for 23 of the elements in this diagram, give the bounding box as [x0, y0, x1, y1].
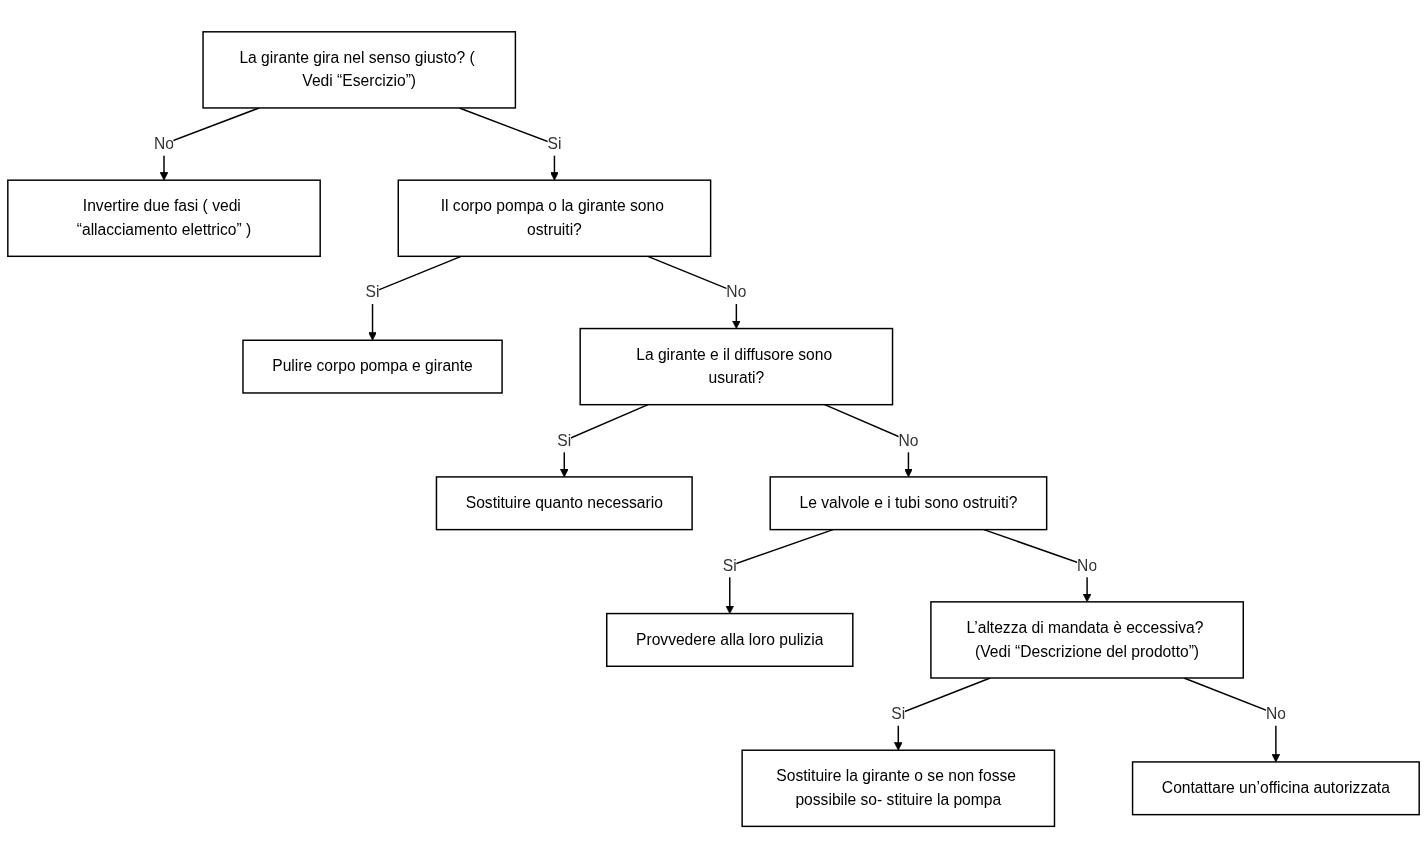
arrow	[368, 256, 462, 342]
node-box: Provvedere alla loro pulizia	[606, 613, 854, 668]
node-box: La girante gira nel senso giusto? ( Vedi “Esercizio”)	[202, 31, 517, 110]
edge-label: Si	[557, 432, 572, 450]
node-box: Le valvole e i tubi sono ostruiti?	[769, 476, 1048, 531]
edge-label: No	[154, 135, 174, 153]
node-box: L’altezza di mandata è eccessiva? (Vedi “Descrizione del prodotto”)	[930, 601, 1244, 680]
node-box: Contattare un’officina autorizzata	[1131, 761, 1420, 816]
edge-label: Si	[547, 135, 562, 153]
edge-label: No	[726, 284, 747, 301]
edge-label: Si	[891, 705, 906, 723]
edge-label: Si	[722, 557, 737, 574]
node-box: La girante e il diffusore sono usurati?	[579, 328, 894, 406]
node-box: Invertire due fasi ( vedi “allacciamento elettrico” )	[7, 179, 321, 258]
arrow	[647, 256, 741, 330]
node-box: Pulire corpo pompa e girante	[242, 339, 503, 395]
edge-label: No	[898, 432, 919, 450]
node-box: Sostituire la girante o se non fosse possibile so- stituire la pompa	[741, 749, 1056, 828]
edge-label: No	[1265, 705, 1286, 723]
edge-label: No	[1077, 557, 1098, 574]
node-box: Il corpo pompa o la girante sono ostruiti?	[397, 179, 712, 258]
edge-label: Si	[365, 284, 380, 301]
node-box: Sostituire quanto necessario	[435, 476, 693, 531]
